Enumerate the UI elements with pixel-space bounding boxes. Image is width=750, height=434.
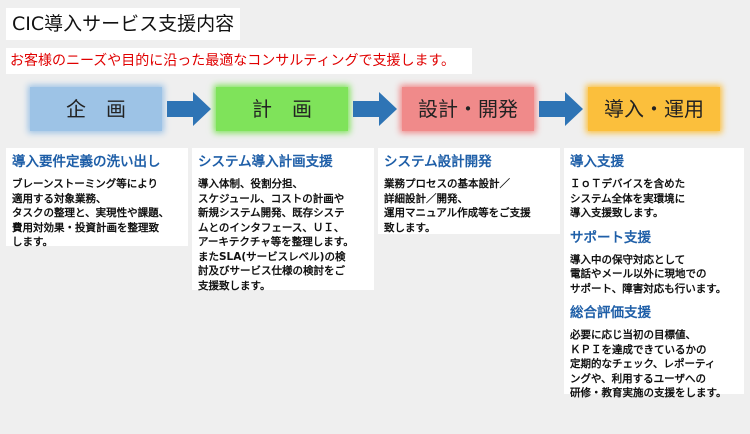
card-planning-title: 導入要件定義の洗い出し: [12, 154, 161, 170]
card-planning-body: ブレーンストーミング等により 適用する対象業務、 タスクの整理と、実現性や課題、…: [12, 178, 170, 248]
card-plan: システム導入計画支援 導入体制、役割分担、 スケジュール、コストの計画や 新規シ…: [192, 148, 374, 292]
section-maintenance-support-body: 導入中の保守対応として 電話やメール以外に現地での サポート、障害対応も行います…: [570, 253, 727, 295]
section-maintenance-support: サポート支援 導入中の保守対応として 電話やメール以外に現地での サポート、障害…: [570, 229, 738, 297]
phase-design-dev: 設計・開発: [402, 87, 534, 131]
section-deploy-support-body: ＩｏＴデバイスを含めた システム全体を実環境に 導入支援致します。: [570, 178, 686, 219]
section-deploy-support: 導入支援 ＩｏＴデバイスを含めた システム全体を実環境に 導入支援致します。: [570, 153, 738, 221]
card-design-dev-body: 業務プロセスの基本設計／ 詳細設計／開発、 運用マニュアル作成等をご支援 致しま…: [384, 178, 531, 234]
section-evaluation-support-title: 総合評価支援: [570, 305, 651, 321]
section-evaluation-support: 総合評価支援 必要に応じ当初の目標値、 ＫＰＩを達成できているかの 定期的なチェ…: [570, 304, 738, 401]
card-design-dev: システム設計開発 業務プロセスの基本設計／ 詳細設計／開発、 運用マニュアル作成…: [378, 148, 560, 234]
card-plan-title: システム導入計画支援: [198, 154, 333, 170]
flow-arrow-icon: [167, 92, 211, 126]
card-plan-body: 導入体制、役割分担、 スケジュール、コストの計画や 新規システム開発、既存システ…: [198, 178, 354, 292]
section-deploy-support-title: 導入支援: [570, 154, 624, 170]
card-planning: 導入要件定義の洗い出し ブレーンストーミング等により 適用する対象業務、 タスク…: [6, 148, 188, 248]
card-design-dev-title: システム設計開発: [384, 154, 492, 170]
phase-plan: 計 画: [216, 87, 348, 131]
section-maintenance-support-title: サポート支援: [570, 229, 651, 246]
page-title: CIC導入サービス支援内容: [6, 8, 240, 40]
phase-deploy-ops: 導入・運用: [588, 87, 720, 131]
section-evaluation-support-body: 必要に応じ当初の目標値、 ＫＰＩを達成できているかの 定期的なチェック、レポーテ…: [570, 329, 727, 399]
card-deploy-ops: 導入支援 ＩｏＴデバイスを含めた システム全体を実環境に 導入支援致します。 サ…: [564, 148, 744, 399]
flow-arrow-icon: [539, 92, 583, 126]
flow-arrow-icon: [353, 92, 397, 126]
page-subtitle: お客様のニーズや目的に沿った最適なコンサルティングで支援します。: [6, 48, 472, 74]
phase-planning: 企 画: [30, 87, 162, 131]
